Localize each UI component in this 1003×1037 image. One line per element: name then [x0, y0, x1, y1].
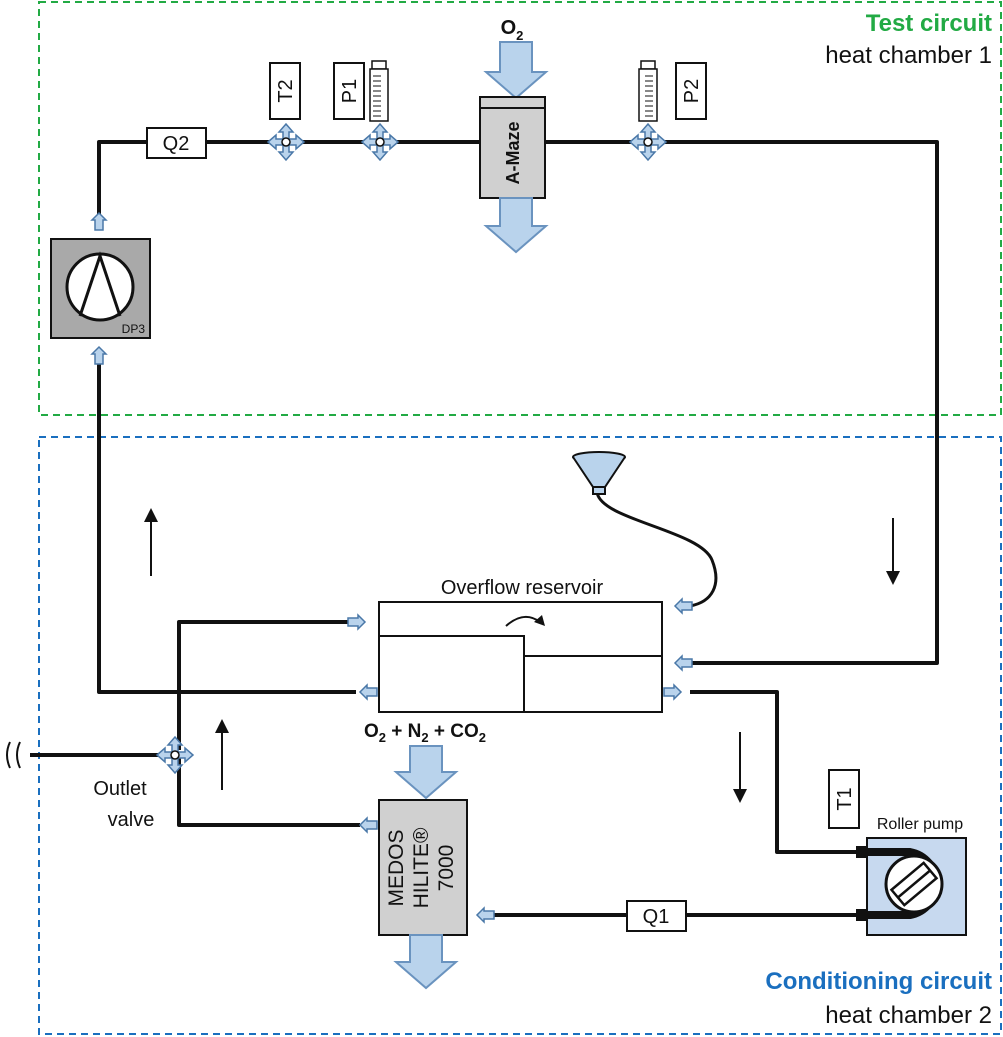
t2-box	[269, 62, 301, 120]
medos-inlet-port-icon	[476, 907, 495, 923]
q1-label: Q1	[643, 906, 670, 928]
roller-pump-roller-icon	[889, 861, 939, 907]
p1-valve-icon	[361, 123, 399, 161]
p2-box	[675, 62, 707, 120]
test-circuit-title: Test circuit	[866, 10, 992, 37]
medos-outlet-port-icon	[359, 817, 378, 833]
p2-valve-icon	[629, 123, 667, 161]
dp3-pump-icon	[65, 252, 135, 322]
reservoir-left-chamber	[379, 635, 525, 712]
q1-box	[626, 900, 687, 932]
medos-label-line3: 7000	[435, 845, 458, 892]
p1-label: P1	[339, 79, 361, 103]
conditioning-circuit-subtitle: heat chamber 2	[825, 1002, 992, 1029]
pipe-top-line	[97, 140, 480, 228]
conditioning-circuit-region	[38, 436, 1002, 1035]
p2-label: P2	[681, 79, 703, 103]
amaze-cap	[479, 96, 546, 109]
pipe-reservoir-to-pump	[690, 690, 868, 854]
overflow-arrowhead-icon	[534, 615, 545, 626]
reservoir-inlet-port-right-mid	[674, 655, 693, 671]
p2-syringe-icon	[638, 60, 658, 122]
t1-box	[828, 769, 860, 829]
t2-valve-icon	[267, 123, 305, 161]
outlet-valve-icon	[156, 736, 194, 774]
pipe-outlet-to-medos	[177, 752, 360, 827]
amaze-outflow-arrow	[483, 197, 549, 254]
reservoir-inlet-port-right-top	[674, 598, 693, 614]
dp3-inlet-port-icon	[91, 346, 107, 365]
q2-box	[146, 127, 207, 159]
medos-label-line1: MEDOS	[385, 829, 408, 906]
medos-gas-inflow-arrow	[393, 745, 459, 800]
roller-pump-label: Roller pump	[877, 816, 963, 833]
medos-gas-outflow-arrow	[393, 934, 459, 990]
dp3-pump-chevron-icon	[78, 251, 122, 317]
dp3-outlet-port-icon	[91, 212, 107, 231]
reservoir-inlet-port-left-top	[347, 614, 366, 630]
funnel-icon	[572, 451, 626, 495]
p1-syringe-icon	[369, 60, 389, 122]
amaze-label: A-Maze	[503, 121, 523, 184]
dp3-label: DP3	[122, 322, 146, 336]
q2-label: Q2	[163, 133, 190, 155]
p1-box	[333, 62, 365, 120]
medos-label-line2: HILITE®	[410, 827, 433, 908]
roller-pump-tube-end-top	[856, 846, 868, 858]
t2-label: T2	[275, 79, 297, 102]
o2-top-label: O2	[501, 17, 524, 43]
roller-pump-tube-end-bottom	[856, 909, 868, 921]
reservoir-outlet-port-right-bottom	[663, 684, 682, 700]
test-circuit-subtitle: heat chamber 1	[825, 42, 992, 69]
conditioning-circuit-title: Conditioning circuit	[765, 968, 992, 995]
pipe-top-right	[545, 140, 939, 665]
pipe-break-symbol	[6, 741, 21, 769]
reservoir-outlet-port-left-bottom	[359, 684, 378, 700]
gas-mixture-label: O2 + N2 + CO2	[364, 721, 486, 745]
pipe-left-return	[97, 355, 356, 694]
t1-label: T1	[834, 787, 856, 810]
test-circuit-region	[38, 1, 1002, 416]
o2-inflow-arrow	[483, 41, 549, 100]
outlet-valve-label-line1: Outlet	[93, 778, 147, 800]
overflow-reservoir-label: Overflow reservoir	[441, 577, 604, 599]
outlet-valve-label-line2: valve	[108, 809, 155, 831]
medos-oxygenator	[378, 799, 468, 936]
funnel-tube	[595, 491, 718, 608]
pipe-outlet-to-reservoir	[177, 620, 356, 750]
